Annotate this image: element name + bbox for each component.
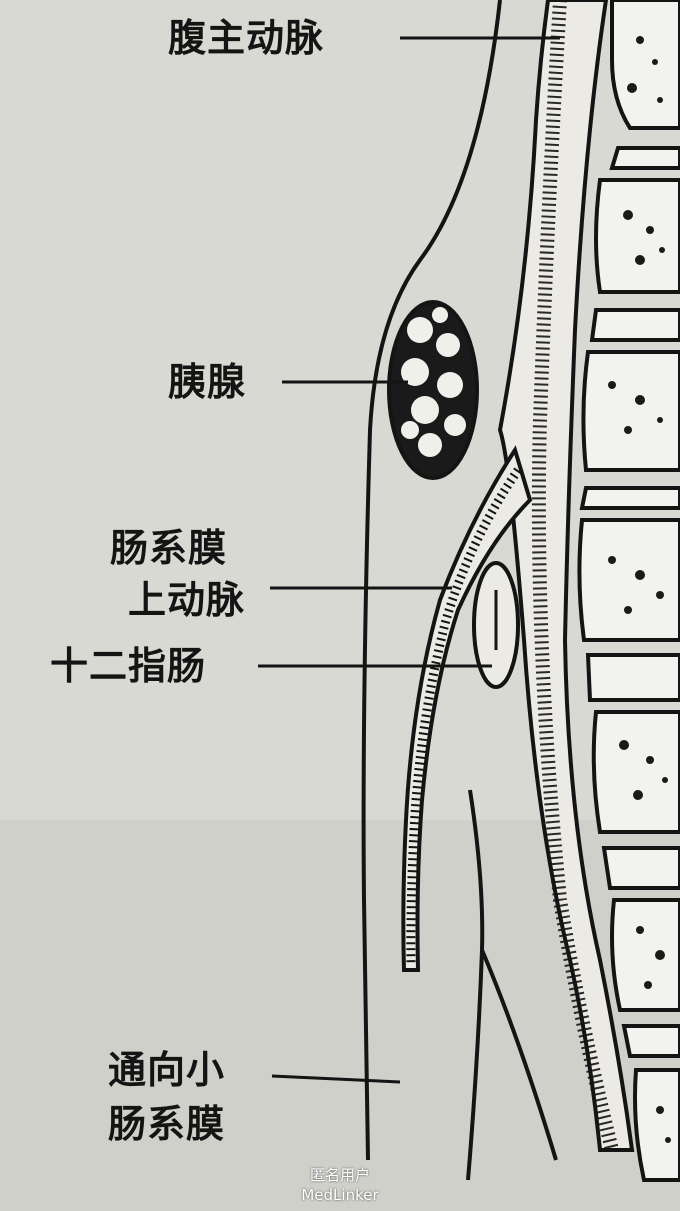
pancreas xyxy=(387,300,479,480)
vertebra-texture xyxy=(608,36,671,1143)
label-mesentery-line1: 通向小 xyxy=(108,1048,226,1092)
vertebral-column xyxy=(577,0,680,1182)
mesentery-outline xyxy=(361,0,558,1181)
superior-mesenteric-artery xyxy=(401,445,533,972)
label-mesentery-line2: 肠系膜 xyxy=(108,1102,226,1146)
label-duodenum: 十二指肠 xyxy=(50,644,207,688)
duodenum xyxy=(472,561,520,689)
label-pancreas: 胰腺 xyxy=(168,360,247,404)
watermark-user: 匿名用户 xyxy=(309,1166,370,1184)
leader-lines xyxy=(258,36,560,1084)
label-sma-line2: 上动脉 xyxy=(128,578,246,622)
label-abdominal-aorta: 腹主动脉 xyxy=(168,16,325,60)
abdominal-aorta xyxy=(497,0,635,1152)
watermark-brand: MedLinker xyxy=(301,1186,379,1204)
label-sma-line1: 肠系膜 xyxy=(110,526,228,570)
